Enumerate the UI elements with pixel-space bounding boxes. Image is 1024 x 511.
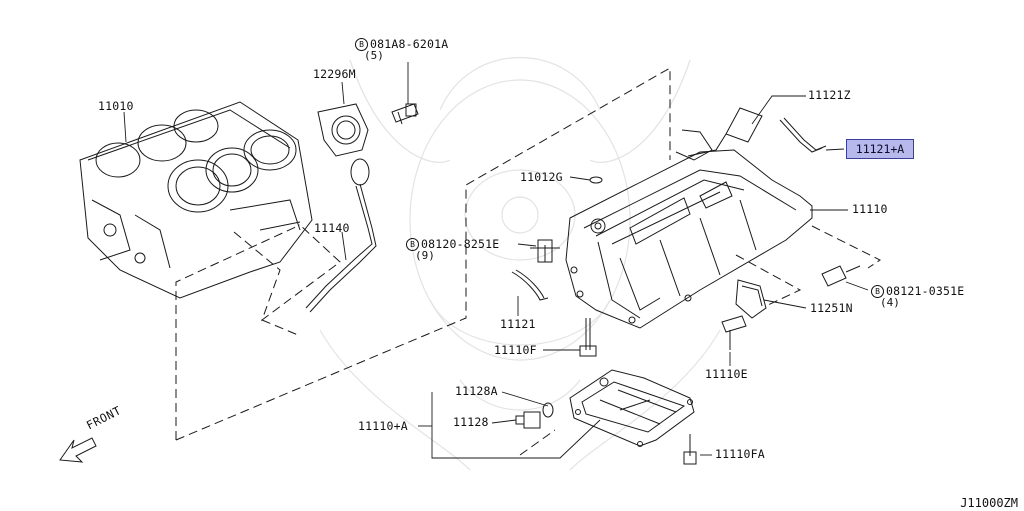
- oil-pan-lower: [569, 369, 695, 447]
- drain-plug: [515, 411, 541, 429]
- label-11128a[interactable]: 11128A: [455, 384, 498, 398]
- label-081a8-6201a[interactable]: 081A8-6201A: [370, 37, 449, 51]
- label-11128[interactable]: 11128: [453, 415, 489, 429]
- dashed-guides: [175, 67, 881, 456]
- bolt-symbol-icon: B: [406, 238, 419, 251]
- bolt-11110fa: [683, 434, 697, 465]
- label-11012g[interactable]: 11012G: [520, 170, 563, 184]
- cover-11251n: [735, 279, 767, 319]
- rear-oil-seal: [317, 103, 369, 157]
- baffle-11121z: [675, 107, 763, 161]
- qty-08120: (9): [415, 249, 435, 262]
- label-11110[interactable]: 11110: [852, 202, 888, 216]
- washer-11128a: [542, 402, 554, 418]
- diagram-code: J11000ZM: [960, 496, 1018, 510]
- oil-pan-upper: [565, 149, 813, 329]
- bolt-11110e: [721, 315, 747, 350]
- label-08121-0351e[interactable]: 08121-0351E: [886, 284, 965, 298]
- label-11140[interactable]: 11140: [314, 221, 350, 235]
- watermark-emblem: [319, 56, 721, 471]
- qty-081a8: (5): [364, 49, 384, 62]
- label-11010[interactable]: 11010: [98, 99, 134, 113]
- qty-08121: (4): [880, 296, 900, 309]
- cylinder-block: [79, 101, 313, 299]
- bolt-symbol-icon: B: [355, 38, 368, 51]
- label-11110fa[interactable]: 11110FA: [715, 447, 765, 461]
- bolt-08121: [821, 265, 861, 287]
- plug-11012g: [589, 176, 603, 184]
- label-12296m[interactable]: 12296M: [313, 67, 356, 81]
- front-arrow-icon: [59, 437, 97, 463]
- bolt-08120: [530, 239, 560, 263]
- label-11110e[interactable]: 11110E: [705, 367, 748, 381]
- label-11121[interactable]: 11121: [500, 317, 536, 331]
- bracket-11121a: [779, 117, 827, 153]
- label-11121z[interactable]: 11121Z: [808, 88, 851, 102]
- label-11110a[interactable]: 11110+A: [358, 419, 408, 433]
- label-11121a-highlighted[interactable]: 11121+A: [846, 139, 914, 159]
- bolt-11110f: [579, 318, 597, 357]
- leader-lines: [123, 62, 869, 459]
- label-11251n[interactable]: 11251N: [810, 301, 853, 315]
- label-11110f[interactable]: 11110F: [494, 343, 537, 357]
- label-08120-8251e[interactable]: 08120-8251E: [421, 237, 500, 251]
- bolt-symbol-icon: B: [871, 285, 884, 298]
- gasket-11121: [511, 269, 549, 301]
- bolt-081a8: [391, 103, 419, 125]
- oil-dipstick: [305, 158, 377, 313]
